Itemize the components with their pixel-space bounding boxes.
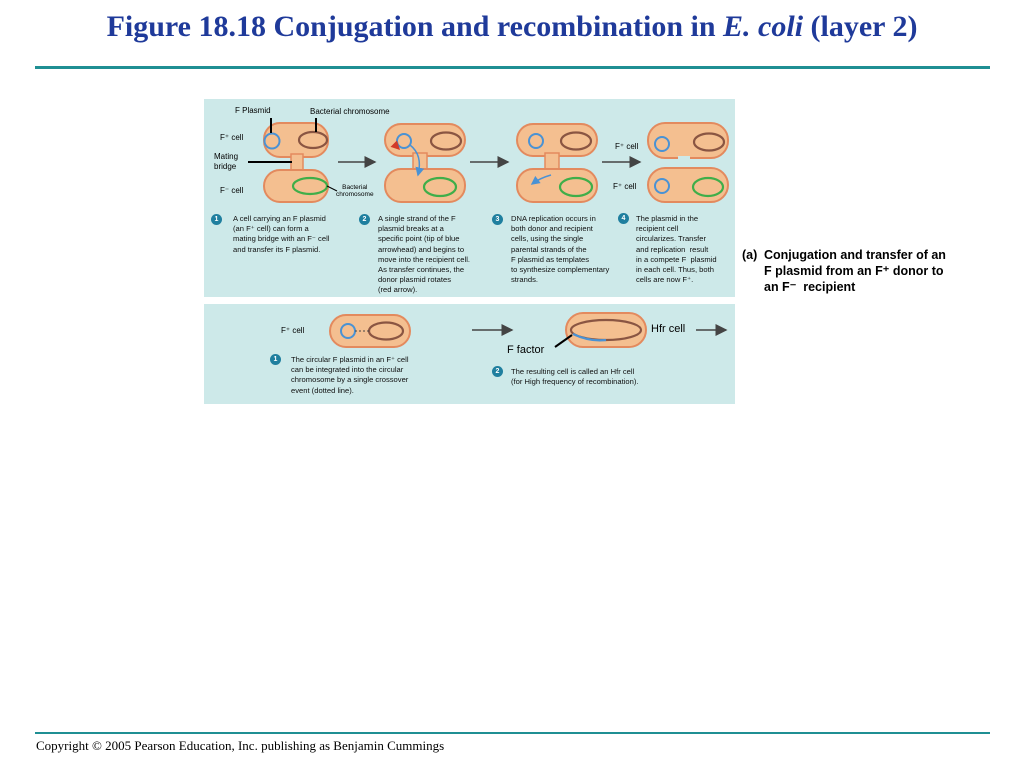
- panel-b-cell-2: [554, 312, 647, 348]
- step-description: DNA replication occurs in both donor and…: [511, 214, 610, 285]
- step-badge: 4: [618, 213, 629, 224]
- f-plus-cell-right-top-label: F⁺ cell: [615, 142, 639, 151]
- stage-2-cells: [384, 123, 466, 203]
- f-plus-cell-label: F⁺ cell: [220, 133, 244, 142]
- mating-bridge-label: Mating bridge: [214, 152, 239, 171]
- bacterial-chromosome-small-label: Bacterial chromosome: [336, 184, 374, 198]
- f-factor-label: F factor: [507, 344, 545, 356]
- panel-b-f-plus-cell-label: F⁺ cell: [281, 326, 305, 335]
- hfr-cell-label: Hfr cell: [651, 323, 686, 335]
- step-badge: 3: [492, 214, 503, 225]
- stage-1-cells: [248, 118, 338, 203]
- bacterial-chromosome-label: Bacterial chromosome: [310, 107, 390, 116]
- step-description: The circular F plasmid in an F⁺ cell can…: [291, 355, 409, 395]
- step-badge: 2: [359, 214, 370, 225]
- stage-3-cells: [516, 123, 598, 203]
- step-badge: 1: [211, 214, 222, 225]
- step-description: A single strand of the F plasmid breaks …: [378, 214, 471, 295]
- step-badge: 2: [492, 366, 503, 377]
- bottom-rule: [35, 732, 990, 734]
- step-description: The plasmid in the recipient cell circul…: [636, 214, 717, 285]
- step-description: The resulting cell is called an Hfr cell…: [511, 367, 639, 387]
- bacterial-chromosome: [297, 130, 329, 150]
- panel-b-cell-1: [329, 314, 411, 348]
- top-rule: [35, 66, 990, 69]
- title-suffix: (layer 2): [803, 10, 918, 43]
- f-plasmid-label: F Plasmid: [235, 106, 271, 115]
- stage-4-cells: [647, 122, 729, 203]
- panel-b: [204, 304, 735, 404]
- f-minus-cell-label: F⁻ cell: [220, 186, 244, 195]
- slide-title: Figure 18.18 Conjugation and recombinati…: [0, 10, 1024, 44]
- caption-tag: (a): [742, 248, 758, 262]
- title-main: Figure 18.18 Conjugation and recombinati…: [106, 10, 724, 43]
- caption-text: Conjugation and transfer of an F plasmid…: [764, 248, 946, 294]
- recipient-cell: [263, 169, 329, 203]
- title-species: E. coli: [723, 10, 804, 43]
- step-description: A cell carrying an F plasmid (an F⁺ cell…: [233, 214, 330, 254]
- f-plasmid: [263, 132, 281, 150]
- step-badge: 1: [270, 354, 281, 365]
- copyright-footer: Copyright © 2005 Pearson Education, Inc.…: [36, 738, 445, 753]
- donor-cell: [263, 122, 329, 158]
- f-plus-cell-right-bottom-label: F⁺ cell: [613, 182, 637, 191]
